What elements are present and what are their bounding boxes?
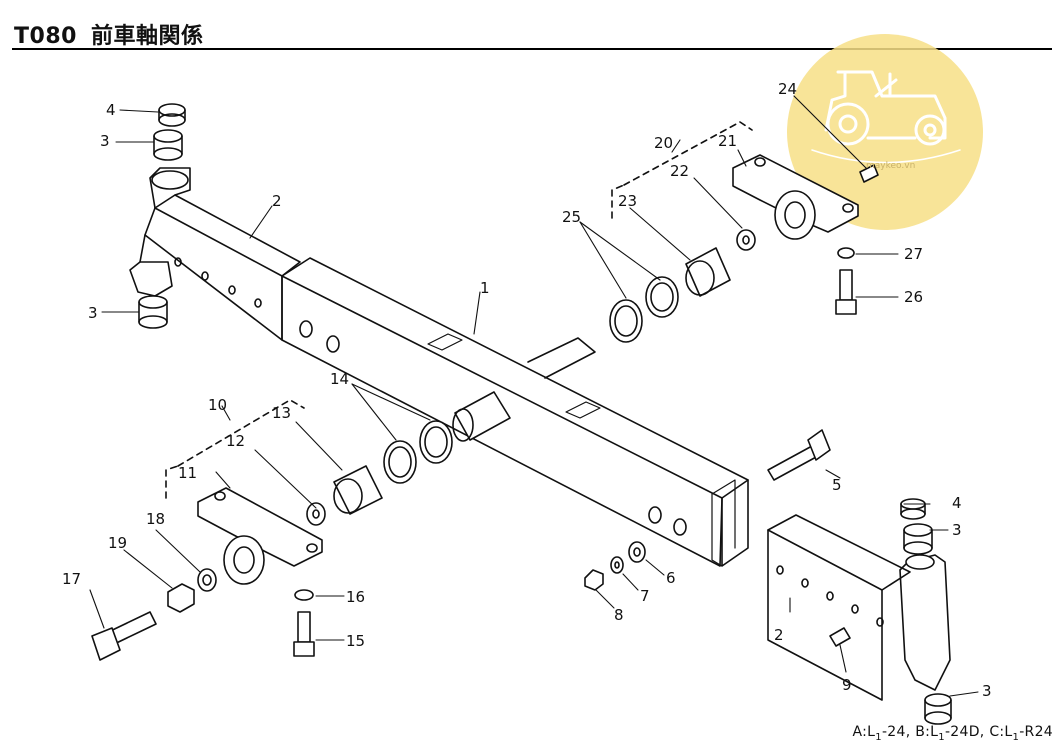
label-22: 22 [670,162,689,180]
leader-lines [89,95,979,697]
label-10: 10 [208,396,227,414]
label-23: 23 [618,192,637,210]
title-rule [12,48,1052,50]
page-title: T080 前車軸関係 [14,18,203,50]
label-15: 15 [346,632,365,650]
watermark-logo [787,34,983,230]
part-labels: 1 2 2 3 3 3 3 4 4 5 6 7 8 9 10 11 12 13 … [62,80,992,700]
label-7: 7 [640,587,650,605]
label-16: 16 [346,588,365,606]
right-extension-arm [767,514,951,701]
label-5: 5 [832,476,842,494]
page-heading: 前車軸関係 [90,24,204,49]
label-4-b: 4 [952,494,962,512]
label-14: 14 [330,370,349,388]
label-17: 17 [62,570,81,588]
label-20: 20 [654,134,673,152]
label-9: 9 [842,676,852,694]
label-18: 18 [146,510,165,528]
upper-bracket-assembly [609,121,879,343]
label-1: 1 [480,279,490,297]
label-2-right: 2 [774,626,784,644]
label-3-c: 3 [952,521,962,539]
label-3-b: 3 [88,304,98,322]
long-bolt [767,429,831,481]
center-pivot-shaft [452,337,596,442]
label-11: 11 [178,464,197,482]
page-code: T080 [14,24,77,49]
label-8: 8 [614,606,624,624]
nut-washer-set [584,541,646,591]
label-26: 26 [904,288,923,306]
label-2-left: 2 [272,192,282,210]
left-upper-bushing-group [138,103,186,329]
label-4-a: 4 [106,101,116,119]
label-21: 21 [718,132,737,150]
label-27: 27 [904,245,923,263]
label-25: 25 [562,208,581,226]
model-footnote: A:L1-24, B:L1-24D, C:L1-R24 [852,724,1053,743]
label-19: 19 [108,534,127,552]
label-12: 12 [226,432,245,450]
left-extension-arm [129,167,301,341]
label-13: 13 [272,404,291,422]
label-3-a: 3 [100,132,110,150]
grease-nipple [829,627,851,647]
watermark-text: maykeo.vn [866,161,915,171]
lower-bracket-assembly [91,399,453,661]
right-bushing-group [900,498,952,725]
label-3-d: 3 [982,682,992,700]
axle-beam [281,257,749,567]
label-24: 24 [778,80,797,98]
label-6: 6 [666,569,676,587]
